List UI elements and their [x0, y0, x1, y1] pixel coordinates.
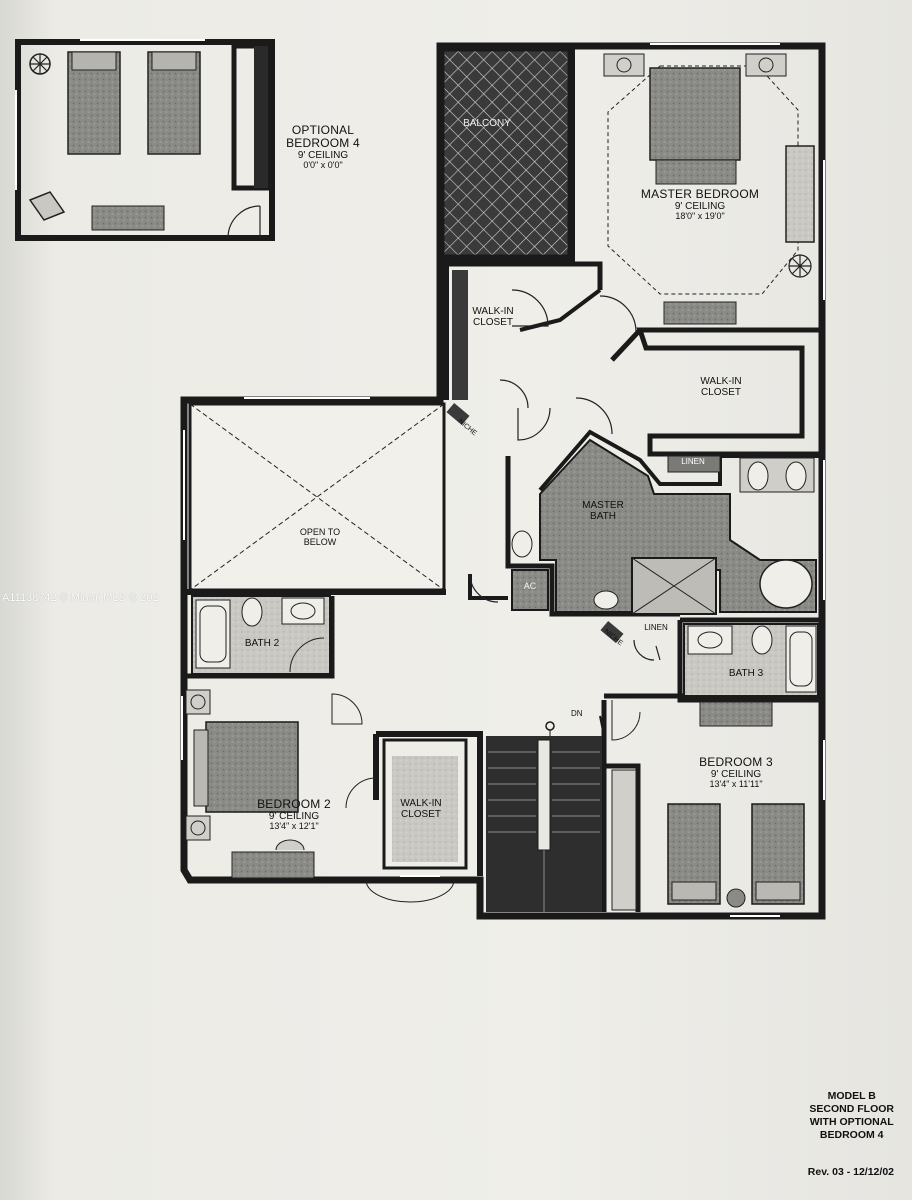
master-bath-plan: [511, 438, 817, 615]
bath-3-name: BATH 3: [728, 668, 764, 679]
open-to-below-line1: OPEN TO: [299, 527, 341, 537]
interior-walls: [186, 261, 825, 912]
door-swings: [469, 289, 661, 661]
master-bedroom-dims: 18'0" x 19'0": [675, 211, 725, 222]
walk-in-closet-2-line2: CLOSET: [700, 387, 741, 398]
bath-3-label: BATH 3: [718, 668, 774, 679]
bath-2-name: BATH 2: [244, 638, 280, 649]
optional-bedroom-4-plan: [15, 39, 275, 241]
balcony-name: BALCONY: [463, 118, 511, 129]
walk-in-closet-1-label: WALK-IN CLOSET: [462, 306, 524, 328]
open-to-below: [188, 402, 446, 592]
optional-bedroom-4-label: OPTIONAL BEDROOM 4 9' CEILING 0'0" x 0'0…: [270, 123, 376, 171]
main-plan-walls: [180, 42, 826, 920]
niche-1-mark: [446, 402, 470, 426]
bath-3-plan: [683, 623, 819, 697]
bedroom-3-plan: [611, 700, 805, 917]
master-bedroom-name: MASTER BEDROOM: [640, 187, 760, 201]
open-to-below-label: OPEN TO BELOW: [280, 527, 360, 548]
title-block: MODEL B SECOND FLOOR WITH OPTIONAL BEDRO…: [809, 1090, 894, 1143]
title-line-4: BEDROOM 4: [819, 1129, 884, 1142]
title-line-1: MODEL B: [827, 1090, 876, 1102]
bedroom-3-ceiling: 9' CEILING: [710, 769, 762, 781]
linen-1-label: LINEN: [681, 457, 705, 466]
master-bedroom-label: MASTER BEDROOM 9' CEILING 18'0" x 19'0": [620, 187, 780, 222]
balcony-label: BALCONY: [452, 118, 522, 129]
bedroom-2-name: BEDROOM 2: [257, 797, 331, 811]
balcony-deck: [441, 48, 571, 258]
bedroom-3-label: BEDROOM 3 9' CEILING 13'4" x 11'11": [686, 755, 786, 790]
optional-bedroom-4-name-2: BEDROOM 4: [286, 136, 360, 151]
walk-in-closet-3-floor: [392, 756, 458, 862]
stair-down-label: DN: [571, 709, 583, 718]
master-bath-line1: MASTER: [582, 500, 624, 511]
walk-in-closet-2-line1: WALK-IN: [700, 376, 742, 387]
stairs: [486, 715, 605, 912]
mls-watermark: A11138742 © Miami MLS © 202: [2, 592, 159, 604]
bedroom-2-label: BEDROOM 2 9' CEILING 13'4" x 12'1": [244, 797, 344, 832]
title-line-2: SECOND FLOOR: [809, 1103, 894, 1116]
niche-2-mark: [600, 620, 624, 644]
master-bath-label: MASTER BATH: [568, 500, 638, 522]
revision-date: Rev. 03 - 12/12/02: [807, 1166, 894, 1178]
linen-2-label: LINEN: [644, 623, 668, 632]
walk-in-closet-2-label: WALK-IN CLOSET: [686, 376, 756, 398]
title-line-3: WITH OPTIONAL: [809, 1116, 894, 1129]
walk-in-closet-3-line1: WALK-IN: [400, 798, 442, 809]
bath-2-plan: [191, 595, 331, 675]
bedroom-2-plan: [185, 689, 455, 903]
bedroom-3-dims: 13'4" x 11'11": [709, 779, 763, 790]
walk-in-closet-3-line2: CLOSET: [400, 809, 441, 820]
walk-in-closet-1-line2: CLOSET: [472, 317, 513, 328]
master-bath-line2: BATH: [590, 511, 616, 522]
walk-in-closet-3-label: WALK-IN CLOSET: [390, 798, 452, 820]
ac-label: AC: [523, 581, 537, 591]
bedroom-3-name: BEDROOM 3: [699, 755, 773, 769]
open-to-below-line2: BELOW: [303, 536, 337, 547]
optional-bedroom-4-ceiling: 9' CEILING: [297, 150, 349, 162]
optional-bedroom-4-dims: 0'0" x 0'0": [303, 160, 343, 171]
bath-2-label: BATH 2: [234, 638, 290, 649]
walk-in-closet-1-line1: WALK-IN: [472, 306, 514, 317]
optional-bedroom-4-name-1: OPTIONAL: [291, 123, 355, 137]
bedroom-2-dims: 13'4" x 12'1": [269, 821, 319, 832]
master-bedroom-plan: [603, 43, 815, 325]
master-bedroom-ceiling: 9' CEILING: [674, 201, 726, 213]
bedroom-2-ceiling: 9' CEILING: [268, 811, 320, 823]
window-marks: [181, 160, 825, 877]
